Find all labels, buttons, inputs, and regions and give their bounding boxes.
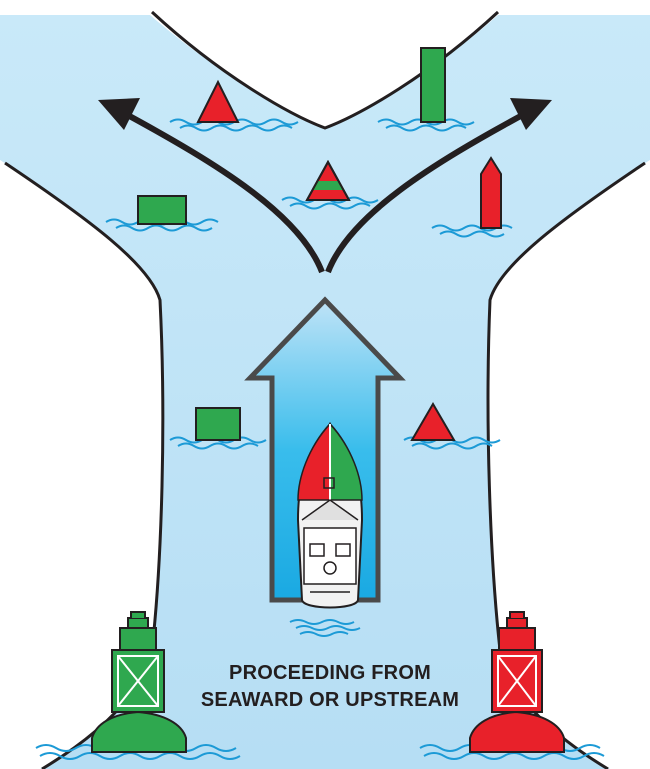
- green-pillar-buoy-icon: [421, 48, 445, 122]
- caption-line-1: PROCEEDING FROM: [150, 660, 510, 687]
- green-can-buoy-icon: [196, 408, 240, 440]
- caption-line-2: SEAWARD OR UPSTREAM: [150, 687, 510, 714]
- diagram-caption: PROCEEDING FROM SEAWARD OR UPSTREAM: [150, 660, 510, 714]
- red-pillar-buoy-icon: [481, 158, 501, 228]
- green-can-buoy-icon: [138, 196, 186, 224]
